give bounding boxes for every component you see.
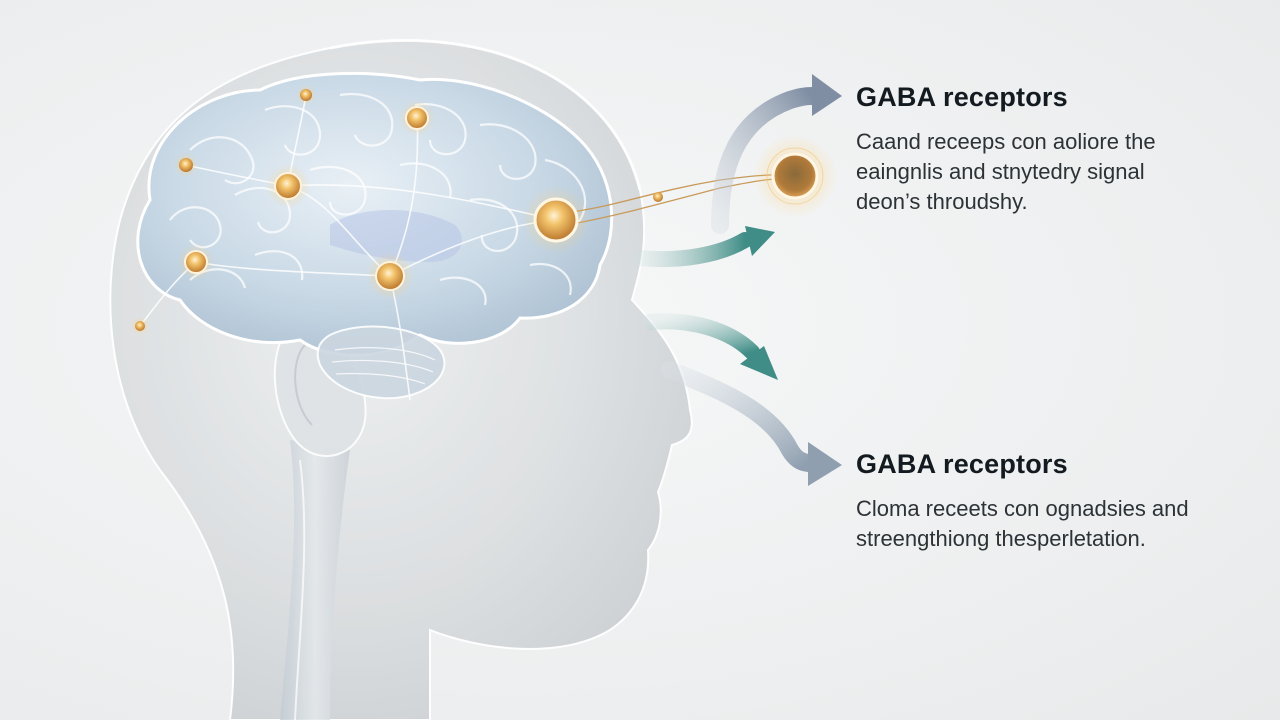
- receptor-node-icon: [266, 164, 310, 208]
- receptor-node-icon: [178, 244, 214, 280]
- receptor-node-icon: [366, 252, 414, 300]
- receptor-node-icon: [131, 317, 149, 335]
- receptor-node-large-icon: [522, 186, 590, 254]
- label-block-bottom: GABA receptors Cloma receets con ognadsi…: [856, 449, 1189, 554]
- arrow-bottom-icon: [661, 361, 842, 486]
- label-description-bottom: Cloma receets con ognadsies and streengt…: [856, 494, 1189, 554]
- spinal-column: [280, 440, 350, 720]
- receptor-node-icon: [653, 192, 663, 202]
- brain-icon: [136, 71, 614, 400]
- arrow-top-icon: [711, 74, 842, 234]
- label-description-top: Caand receeps con aoliore the eaingnlis …: [856, 127, 1156, 217]
- label-title-top: GABA receptors: [856, 82, 1068, 112]
- arrow-teal-upper-icon: [632, 226, 775, 268]
- description-line: eaingnlis and stnytedry signal: [856, 159, 1145, 184]
- description-line: streengthiong thesperletation.: [856, 526, 1146, 551]
- receptor-nodes: [131, 85, 837, 335]
- arrow-teal-lower-icon: [642, 313, 778, 380]
- receptor-node-icon: [296, 85, 316, 105]
- description-line: Cloma receets con ognadsies and: [856, 496, 1189, 521]
- gaba-receptor-highlight-icon: [753, 134, 837, 218]
- label-block-top: GABA receptors Caand receeps con aoliore…: [856, 82, 1156, 217]
- receptor-node-icon: [174, 153, 198, 177]
- receptor-node-icon: [399, 100, 435, 136]
- description-line: deon’s throudshy.: [856, 189, 1028, 214]
- label-title-bottom: GABA receptors: [856, 449, 1068, 479]
- description-line: Caand receeps con aoliore the: [856, 129, 1156, 154]
